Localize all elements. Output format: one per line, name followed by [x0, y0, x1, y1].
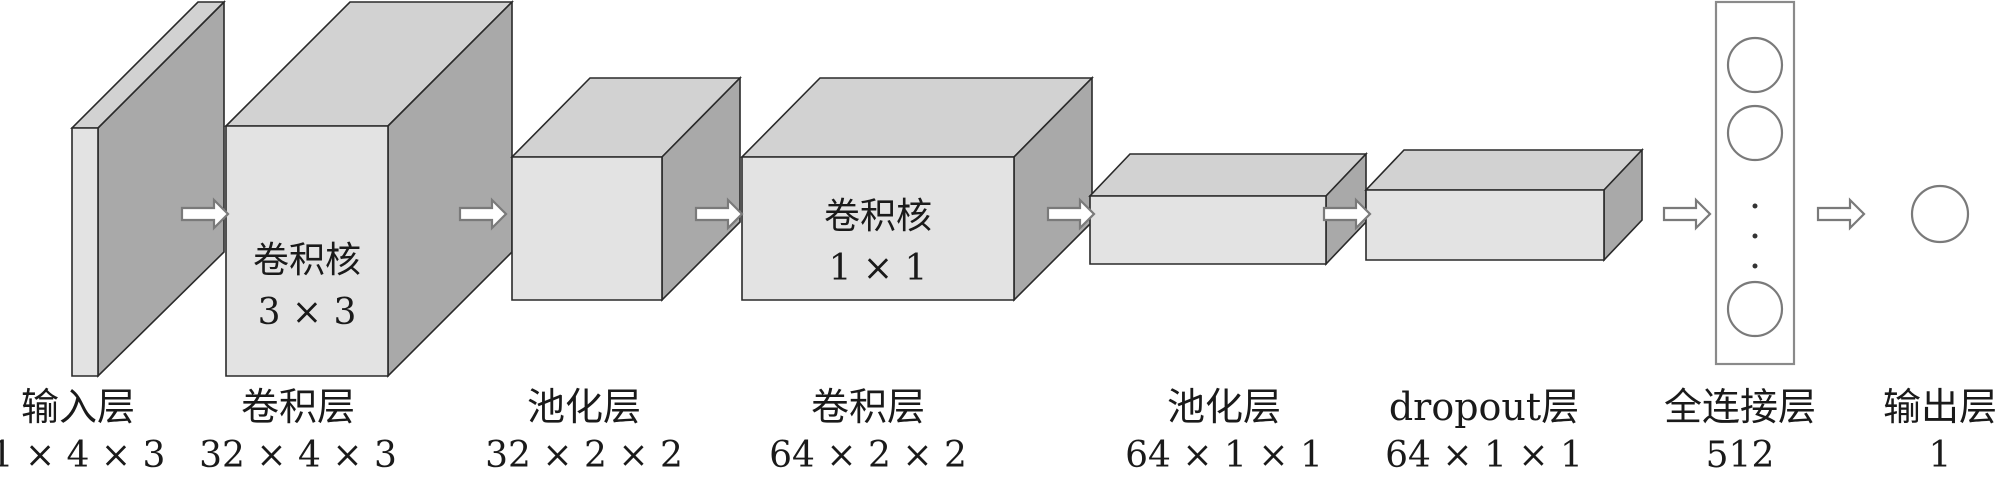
pool2-layer-name: 池化层 [1167, 385, 1281, 429]
layer-conv2-block: 卷积核 1 × 1 [740, 76, 1094, 302]
flow-arrows [180, 197, 1866, 231]
conv1-front-face [225, 125, 389, 377]
conv2-layer-dims: 64 × 2 × 2 [769, 435, 967, 476]
layer-conv1-block: 卷积核 3 × 3 [224, 0, 514, 378]
fc-layer-name: 全连接层 [1664, 385, 1816, 429]
ellipsis-dot [1752, 233, 1758, 239]
conv2-front-face [741, 156, 1015, 301]
arrow-right-icon [1816, 197, 1866, 231]
arrow-right-icon [1662, 197, 1712, 231]
output-layer-name: 输出层 [1883, 385, 1997, 429]
pool2-layer-dims: 64 × 1 × 1 [1125, 435, 1323, 476]
output-layer-dims: 1 [1929, 435, 1952, 476]
output-neuron [1910, 184, 1970, 244]
layer-pool2-block [1088, 152, 1368, 266]
input-layer-dims: 1 × 4 × 3 [0, 435, 165, 476]
dropout-layer-dims: 64 × 1 × 1 [1385, 435, 1583, 476]
fc-neuron [1726, 36, 1784, 94]
ellipsis-dot [1752, 263, 1758, 269]
layer-dim-labels: 1 × 4 × 3 32 × 4 × 3 32 × 2 × 2 64 × 2 ×… [0, 435, 1951, 476]
dropout-top-face [1364, 149, 1644, 191]
conv2-kernel-size: 1 × 1 [829, 248, 928, 289]
pool2-top-face [1088, 153, 1368, 197]
ellipsis-dot [1752, 203, 1758, 209]
arrow-right-icon [458, 197, 508, 231]
arrow-right-icon [1046, 197, 1096, 231]
layer-name-labels: 输入层 卷积层 池化层 卷积层 池化层 dropout层 全连接层 输出层 [21, 385, 1997, 429]
conv1-kernel-title: 卷积核 [253, 240, 361, 281]
conv1-kernel-size: 3 × 3 [258, 292, 357, 333]
fc-neuron [1726, 280, 1784, 338]
conv2-kernel-title: 卷积核 [824, 196, 932, 237]
dropout-layer-name: dropout层 [1389, 385, 1579, 429]
pool1-layer-name: 池化层 [527, 385, 641, 429]
pool1-layer-dims: 32 × 2 × 2 [485, 435, 683, 476]
fc-layer-dims: 512 [1706, 435, 1775, 476]
pool2-front-face [1089, 195, 1327, 265]
layer-fc-block [1714, 0, 1796, 366]
input-front-face [71, 127, 99, 377]
layer-dropout-block [1364, 147, 1644, 263]
arrow-right-icon [694, 197, 744, 231]
fc-neuron [1726, 104, 1784, 162]
conv1-layer-dims: 32 × 4 × 3 [199, 435, 397, 476]
pool1-front-face [511, 156, 663, 301]
dropout-front-face [1365, 189, 1605, 261]
arrow-right-icon [1322, 197, 1372, 231]
layer-pool1-block [510, 76, 742, 302]
arrow-right-icon [180, 197, 230, 231]
input-layer-name: 输入层 [21, 385, 135, 429]
layer-input-block [70, 0, 226, 378]
conv1-layer-name: 卷积层 [241, 385, 355, 429]
conv2-layer-name: 卷积层 [811, 385, 925, 429]
